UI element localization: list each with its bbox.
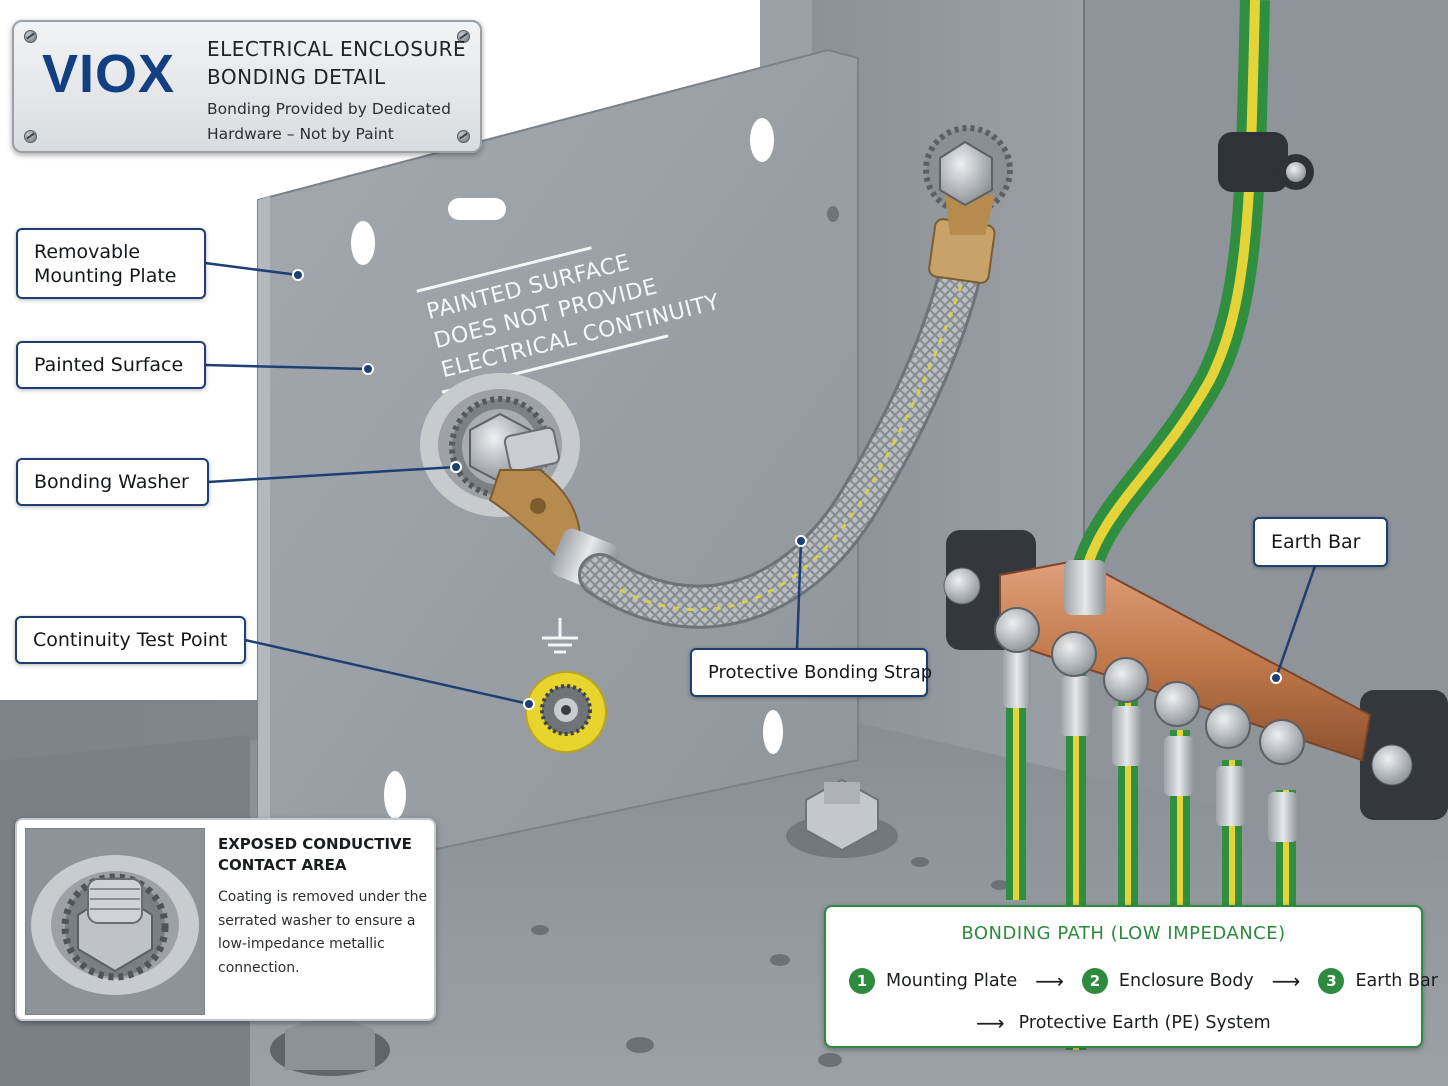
contact-area-inset: EXPOSED CONDUCTIVE CONTACT AREA Coating … xyxy=(15,818,436,1021)
upper-bolt xyxy=(939,140,993,207)
callout-continuity-test-point: Continuity Test Point xyxy=(15,616,246,664)
callout-mounting-plate: Removable Mounting Plate xyxy=(16,228,206,299)
bonding-path-final: ⟶ Protective Earth (PE) System xyxy=(976,1011,1271,1035)
bolt-nut xyxy=(469,412,561,484)
arrow-right-icon: ⟶ xyxy=(1271,969,1301,993)
step-label-mounting-plate: Mounting Plate xyxy=(886,971,1018,991)
earth-ground-icon xyxy=(542,618,578,654)
callout-bonding-washer: Bonding Washer xyxy=(16,458,209,506)
floor-holes xyxy=(531,857,1009,1067)
plate-slots xyxy=(351,118,783,819)
callout-painted-surface: Painted Surface xyxy=(16,341,206,389)
callout-protective-bonding-strap-label: Protective Bonding Strap xyxy=(708,661,933,683)
bonding-path-box: BONDING PATH (LOW IMPEDANCE) 1 Mounting … xyxy=(824,905,1438,1048)
arrow-right-icon: ⟶ xyxy=(976,1011,1005,1035)
arrow-right-icon: ⟶ xyxy=(1035,969,1064,993)
branch-conductors xyxy=(994,607,1305,1050)
callout-mounting-plate-label: Removable Mounting Plate xyxy=(34,240,177,287)
continuity-test-point xyxy=(525,671,607,753)
title-line-1: ELECTRICAL ENCLOSURE xyxy=(207,37,467,61)
base-bolt xyxy=(786,778,898,858)
title-line-2: BONDING DETAIL xyxy=(207,65,386,89)
step-number-1: 1 xyxy=(849,968,875,994)
callout-earth-bar-label: Earth Bar xyxy=(1271,531,1361,553)
leader-lines xyxy=(204,261,1317,710)
screw-icon xyxy=(457,130,470,143)
title-plate: VIOX ELECTRICAL ENCLOSURE BONDING DETAIL… xyxy=(12,20,482,153)
brand-logo: VIOX xyxy=(42,44,176,104)
screw-icon xyxy=(24,130,37,143)
step-number-2: 2 xyxy=(1081,968,1108,994)
callout-protective-bonding-strap: Protective Bonding Strap xyxy=(690,648,932,697)
cable-clip xyxy=(1218,132,1314,192)
base-bolt-left xyxy=(270,1012,390,1076)
inset-title: EXPOSED CONDUCTIVE CONTACT AREA xyxy=(218,835,412,874)
subtitle-line-1: Bonding Provided by Dedicated xyxy=(207,100,451,118)
bonding-path-title: BONDING PATH (LOW IMPEDANCE) xyxy=(961,923,1286,944)
callout-bonding-washer-label: Bonding Washer xyxy=(34,471,189,493)
callout-painted-surface-label: Painted Surface xyxy=(34,354,184,376)
step-label-enclosure-body: Enclosure Body xyxy=(1118,971,1254,991)
step-number-3: 3 xyxy=(1318,968,1345,994)
callout-earth-bar: Earth Bar xyxy=(1253,517,1388,567)
earth-bar xyxy=(943,530,1448,820)
final-label-pe-system: Protective Earth (PE) System xyxy=(1018,1013,1271,1033)
contact-area-closeup xyxy=(25,828,205,1015)
inset-body: Coating is removed under the serrated wa… xyxy=(218,889,428,976)
screw-icon xyxy=(457,30,470,43)
callout-continuity-test-point-label: Continuity Test Point xyxy=(33,629,228,651)
step-label-earth-bar: Earth Bar xyxy=(1355,971,1438,991)
screw-icon xyxy=(24,30,37,43)
bonding-path-steps: 1 Mounting Plate ⟶ 2 Enclosure Body ⟶ 3 … xyxy=(849,968,1438,994)
subtitle-line-2: Hardware – Not by Paint xyxy=(207,125,394,143)
